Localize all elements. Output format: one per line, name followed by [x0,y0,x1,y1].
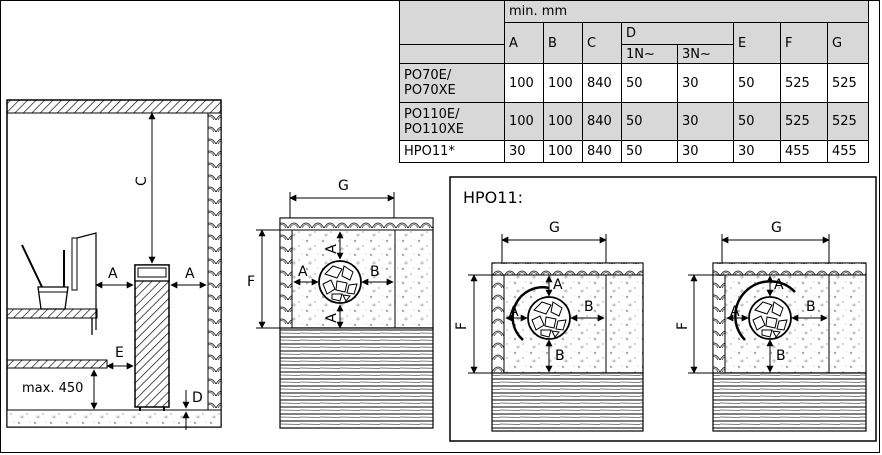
label-g: G [549,220,560,236]
col-header-d: D [621,22,734,45]
cell-d-1n: 50 [621,140,678,163]
label-b-bottom: B [776,348,786,364]
cell-e: 50 [733,102,781,141]
label-g: G [338,178,349,194]
stones-icon [318,260,362,304]
top-view-side-wall [279,229,293,329]
hpo11-title: HPO11: [463,188,523,207]
cell-g: 455 [827,140,869,163]
table-subcolumns-row: 1N~ 3N~ [399,44,869,64]
label-f: F [454,322,470,330]
label-f: F [247,274,255,290]
label-b: B [370,264,380,280]
cell-g: 525 [827,102,869,141]
col-header-g: G [827,22,869,64]
label-a-top: A [553,277,563,293]
row-model: PO110E/PO110XE [399,102,505,141]
hpo11-left-variant: G F A A B B [454,220,644,432]
row-model: PO70E/PO70XE [399,63,505,103]
cell-d-3n: 30 [677,140,734,163]
col-header-d-3n: 3N~ [677,44,734,64]
col-header-f: F [780,22,828,64]
label-d: D [192,390,203,406]
floor [6,409,222,428]
label-c: C [134,176,150,186]
top-view-back-wall [279,217,434,231]
label-a-left: A [298,264,308,280]
label-a-top: A [324,244,340,254]
cell-f: 455 [780,140,828,163]
table-row: PO110E/PO110XE 100 100 840 50 30 50 525 … [399,102,869,141]
label-f: F [675,322,691,330]
thermometer-icon [71,237,78,291]
sauna-wall-outline [6,99,222,428]
label-a-bottom: A [324,313,340,323]
cell-c: 840 [582,63,622,103]
top-view-bench [279,327,434,429]
cell-d-1n: 50 [621,63,678,103]
cell-f: 525 [780,63,828,103]
hpo11-frame [449,176,877,442]
table-columns-row: A B C D E F G [400,22,869,64]
label-max-450: max. 450 [22,381,83,396]
label-b-right: B [806,299,816,315]
cell-d-1n: 50 [621,102,678,141]
col-header-c: C [582,22,622,64]
col-header-a: A [504,22,544,64]
lower-bench [6,359,108,369]
label-e: E [115,345,124,361]
label-a-left: A [509,304,519,320]
label-g: G [771,220,782,236]
cell-f: 525 [780,102,828,141]
cell-b: 100 [543,102,583,141]
side-view: C A A E max. 450 D [6,99,222,430]
hpo11-right-variant: G F A A B B [675,220,867,432]
clearance-table: min. mm A B C D E F G 1N~ 3N~ PO70E/PO70… [399,0,869,163]
right-wall-wood [207,112,222,414]
upper-bench [6,308,98,319]
cell-d-3n: 30 [677,63,734,103]
label-b-right: B [584,299,594,315]
table-row: PO70E/PO70XE 100 100 840 50 30 50 525 52… [399,63,869,103]
hpo11-box: HPO11: G F A A B B [449,176,877,442]
top-view: G F A A B A [247,178,434,429]
label-a-left: A [730,304,740,320]
row-model: HPO11* [399,140,505,163]
cell-a: 30 [504,140,544,163]
label-b-bottom: B [555,348,565,364]
table-corner-lower [399,44,505,64]
table-row: HPO11* 30 100 840 50 30 30 455 455 [399,140,869,163]
label-a-right: A [185,266,195,282]
label-a-left: A [108,266,118,282]
col-header-d-1n: 1N~ [621,44,678,64]
cell-d-3n: 30 [677,102,734,141]
cell-b: 100 [543,140,583,163]
cell-e: 50 [733,63,781,103]
label-a-top: A [774,277,784,293]
cell-c: 840 [582,140,622,163]
bucket-icon [37,286,69,310]
cell-a: 100 [504,102,544,141]
cell-g: 525 [827,63,869,103]
ceiling-hatch [6,99,222,114]
heater-body [134,264,170,408]
